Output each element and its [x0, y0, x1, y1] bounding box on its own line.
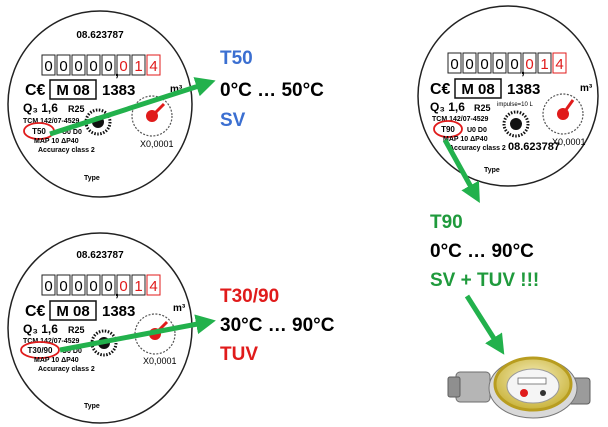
label-t50-use: SV	[220, 110, 246, 131]
model-mark: M 08	[56, 82, 89, 99]
map-rating: MAP 10 ΔP40	[34, 138, 79, 145]
odometer-digit: 1	[540, 56, 548, 73]
dial-multiplier: X0,0001	[143, 356, 177, 366]
label-t90-title: T90	[430, 212, 463, 233]
map-rating: MAP 10 ΔP40	[34, 357, 79, 364]
unit-m3: m³	[580, 83, 593, 94]
arrow-t30-90	[59, 314, 216, 353]
u0-d0: U0 D0	[62, 129, 82, 136]
odometer-comma: ,	[115, 63, 119, 79]
map-rating: MAP 10 ΔP40	[443, 136, 488, 143]
odometer-digit: 0	[74, 58, 82, 75]
approval-code: TCM 142/07-4529	[23, 118, 80, 125]
odometer-comma: ,	[115, 283, 119, 299]
odometer-digit: 0	[89, 278, 97, 295]
accuracy-class: Accuracy class 2	[38, 366, 95, 373]
model-mark: M 08	[461, 81, 494, 98]
model-mark: M 08	[56, 303, 89, 320]
odometer-digit: 0	[89, 58, 97, 75]
odometer: 0 0 0 0 0 , 0 1 4	[447, 52, 567, 77]
accuracy-class: Accuracy class 2	[449, 145, 506, 152]
odometer-digit: 1	[134, 278, 142, 295]
q3-rating: Q₃ 1,6	[23, 322, 58, 336]
label-t90-use: SV + TUV !!!	[430, 270, 540, 291]
accuracy-class: Accuracy class 2	[38, 147, 95, 154]
odometer-digit: 4	[555, 56, 563, 73]
odometer: 0 0 0 0 0 , 0 1 4	[41, 54, 161, 79]
label-t30-range: 30°C … 90°C	[220, 315, 335, 336]
meter-t30-90: 08.623787 0 0 0 0 0 , 0 1 4 C€ M 08 1383…	[7, 232, 193, 424]
type-code: T90	[441, 125, 455, 134]
odometer-digit: 0	[59, 278, 67, 295]
q3-rating: Q₃ 1,6	[23, 101, 58, 115]
label-t30-use: TUV	[220, 344, 258, 365]
meter-t50: 08.623787 0 0 0 0 0 , 0 1 4 C€ M 08 1383…	[7, 10, 193, 198]
type-label: Type	[484, 167, 500, 174]
odometer-digit: 0	[465, 56, 473, 73]
odometer-digit: 0	[44, 278, 52, 295]
water-meter-device-icon	[447, 356, 591, 419]
type-label: Type	[84, 175, 100, 182]
odometer: 0 0 0 0 0 , 0 1 4	[41, 274, 161, 299]
odometer-digit: 0	[104, 58, 112, 75]
odometer-digit: 0	[119, 58, 127, 75]
arrow-t90-label	[442, 138, 480, 203]
impulse-rating: impulse=10 L	[497, 102, 534, 108]
odometer-digit: 0	[525, 56, 533, 73]
meter-t90: 0 0 0 0 0 , 0 1 4 C€ M 08 1383 Q₃ 1,6 R2…	[417, 5, 599, 187]
type-code: T30/90	[28, 346, 53, 355]
odometer-digit: 0	[44, 58, 52, 75]
odometer-digit: 0	[59, 58, 67, 75]
arrow-t50	[49, 77, 216, 137]
type-label: Type	[84, 403, 100, 410]
odometer-digit: 1	[134, 58, 142, 75]
odometer-comma: ,	[521, 61, 525, 77]
r-ratio: R25	[68, 104, 85, 114]
star-wheel	[502, 110, 530, 138]
odometer-digit: 0	[119, 278, 127, 295]
odometer-digit: 0	[450, 56, 458, 73]
label-t90-range: 0°C … 90°C	[430, 241, 534, 262]
meter-number: 1383	[102, 303, 135, 320]
type-code: T50	[32, 127, 46, 136]
arrow-t90-device	[464, 294, 505, 355]
unit-m3: m³	[173, 303, 186, 314]
odometer-digit: 4	[149, 278, 157, 295]
meter-serial: 08.623787	[76, 250, 124, 261]
meter-serial: 08.623787	[508, 141, 560, 153]
label-t50-range: 0°C … 50°C	[220, 80, 324, 101]
u0-d0: U0 D0	[467, 127, 487, 134]
dial-multiplier: X0,0001	[140, 139, 174, 149]
label-t30-title: T30/90	[220, 286, 280, 307]
q3-rating: Q₃ 1,6	[430, 100, 465, 114]
approval-code: TCM 142/07-4529	[432, 116, 489, 123]
meter-number: 1383	[507, 81, 540, 98]
ce-mark: C€	[25, 303, 46, 320]
odometer-digit: 0	[510, 56, 518, 73]
odometer-digit: 4	[149, 58, 157, 75]
label-t50-title: T50	[220, 48, 253, 69]
odometer-digit: 0	[74, 278, 82, 295]
u0-d0: U0 D0	[62, 348, 82, 355]
ce-mark: C€	[25, 82, 46, 99]
ce-mark: C€	[430, 81, 451, 98]
meter-number: 1383	[102, 82, 135, 99]
odometer-digit: 0	[495, 56, 503, 73]
r-ratio: R25	[68, 325, 85, 335]
unit-m3: m³	[170, 84, 183, 95]
meter-serial: 08.623787	[76, 30, 124, 41]
odometer-digit: 0	[480, 56, 488, 73]
odometer-digit: 0	[104, 278, 112, 295]
sub-dial	[542, 93, 584, 135]
dial-multiplier: X0,0001	[552, 137, 586, 147]
r-ratio: R25	[474, 103, 491, 113]
approval-code: TCM 142/07-4529	[23, 338, 80, 345]
